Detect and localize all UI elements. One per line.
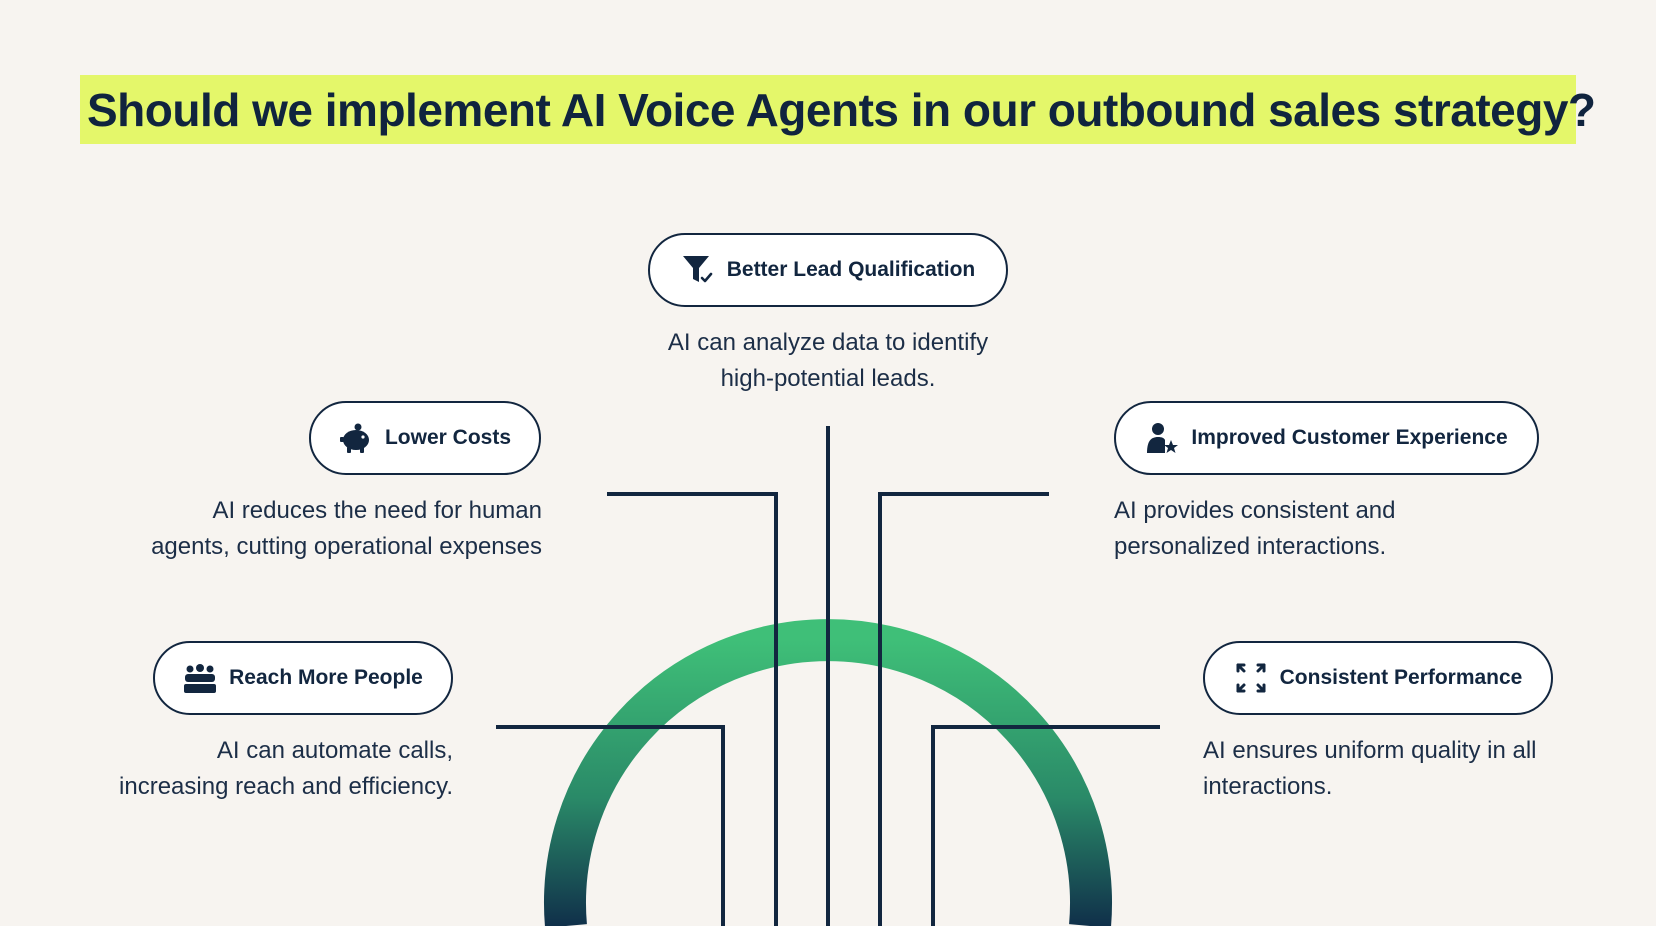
pill-label: Better Lead Qualification: [726, 258, 976, 281]
pill-consistent-performance: Consistent Performance: [1203, 641, 1553, 715]
pill-reach-more-people: Reach More People: [153, 641, 453, 715]
pill-improved-customer-experience: Improved Customer Experience: [1114, 401, 1539, 475]
page-title: Should we implement AI Voice Agents in o…: [87, 84, 1596, 136]
description-consistent-performance: AI ensures uniform quality in all intera…: [1203, 737, 1537, 800]
connector-customer-experience: [878, 492, 1049, 926]
piggy-bank-icon: [339, 421, 373, 455]
refresh-arrows-icon: [1234, 661, 1268, 695]
pill-better-lead-qualification: Better Lead Qualification: [648, 233, 1008, 307]
people-group-icon: [183, 661, 217, 695]
title-highlight: [80, 75, 1576, 144]
pill-label: Reach More People: [229, 666, 423, 689]
connector-lower-costs: [607, 492, 778, 926]
funnel-check-icon: [681, 253, 715, 287]
description-lower-costs: AI reduces the need for human agents, cu…: [151, 497, 542, 560]
user-star-icon: [1145, 421, 1179, 455]
pill-label: Consistent Performance: [1279, 666, 1523, 689]
pill-label: Improved Customer Experience: [1191, 426, 1508, 449]
pill-label: Lower Costs: [384, 426, 512, 449]
connector-consistent-performance: [931, 725, 1160, 926]
description-reach-more-people: AI can automate calls, increasing reach …: [119, 737, 453, 800]
description-improved-customer-experience: AI provides consistent and personalized …: [1114, 497, 1396, 560]
connector-reach-people: [496, 725, 725, 926]
pill-lower-costs: Lower Costs: [309, 401, 541, 475]
description-better-lead-qualification: AI can analyze data to identify high-pot…: [667, 329, 989, 392]
